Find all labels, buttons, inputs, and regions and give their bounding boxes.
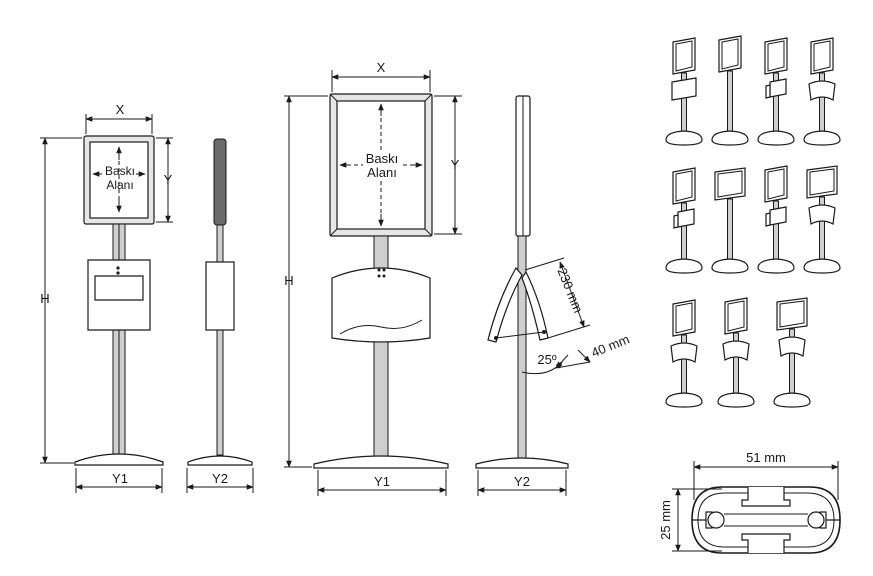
variant-stand <box>803 165 841 274</box>
variant-stand <box>665 167 703 274</box>
profile-cross-section <box>691 486 841 554</box>
variant-grid <box>665 35 841 408</box>
stand-front-view-small <box>74 135 164 466</box>
dimension-label-51mm: 51 mm <box>746 450 786 465</box>
stand-side-view-large <box>475 95 569 469</box>
print-area-label: Baskı <box>366 151 399 166</box>
dimension-label-y2: Y2 <box>514 474 530 489</box>
dimension-label-x: X <box>116 102 125 117</box>
variant-stand <box>757 165 795 274</box>
dimension-label-y: Y <box>451 157 460 172</box>
stand-side-view-small <box>187 138 253 466</box>
variant-stand <box>773 297 811 408</box>
dimension-label-x: X <box>377 60 386 75</box>
dimension-label-y1: Y1 <box>374 474 390 489</box>
print-area-label: Alanı <box>106 178 133 192</box>
dimension-label-230mm: 230 mm <box>554 266 586 315</box>
dimension-label-h: H <box>284 273 293 288</box>
dimension-label-y1: Y1 <box>112 471 128 486</box>
dimension-label-y2: Y2 <box>212 471 228 486</box>
dimension-label-40mm: 40 mm <box>589 331 631 360</box>
print-area-label: Alanı <box>367 165 397 180</box>
dimension-label-h: H <box>40 291 49 306</box>
variant-stand <box>717 297 755 408</box>
variant-stand <box>711 167 749 274</box>
variant-stand <box>665 299 703 408</box>
angle-label-25: 25º <box>537 352 556 367</box>
print-area-label: Baskı <box>105 164 135 178</box>
dimension-label-y: Y <box>164 172 173 187</box>
variant-stand <box>711 35 749 146</box>
variant-stand <box>665 37 703 146</box>
variant-stand <box>757 37 795 146</box>
variant-stand <box>803 37 841 146</box>
dimension-label-25mm: 25 mm <box>658 500 673 540</box>
